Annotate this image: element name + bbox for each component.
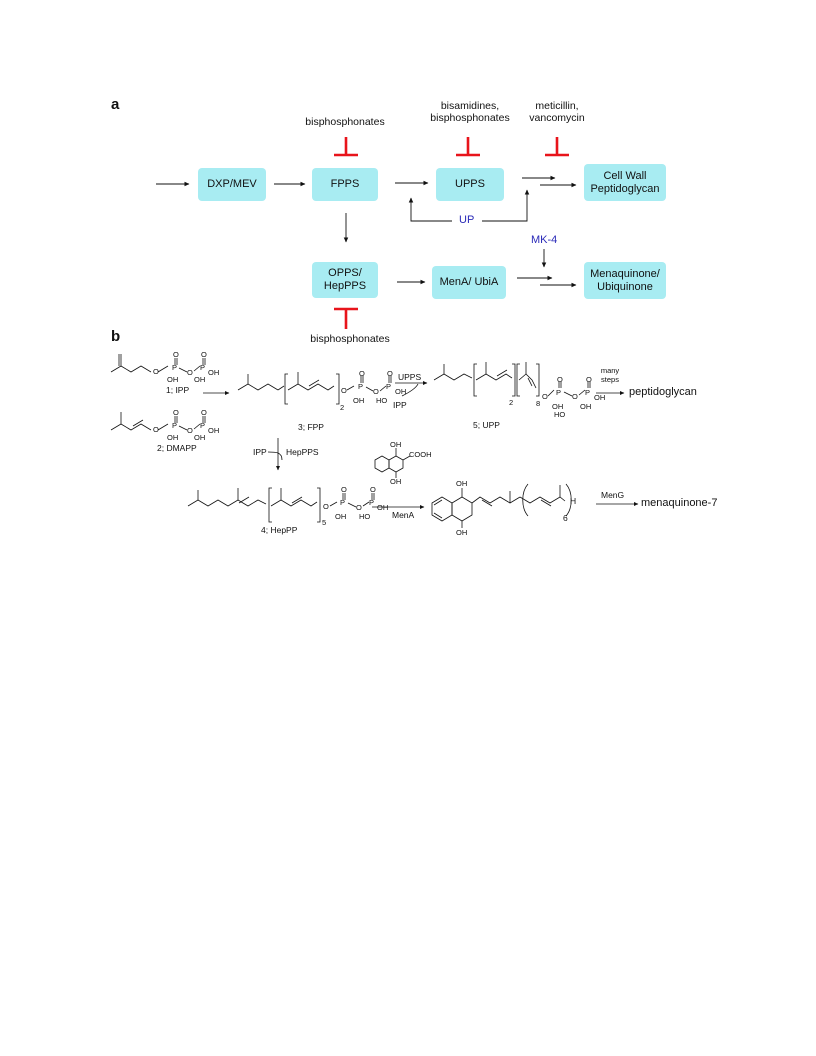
fpp-ho: HO — [376, 396, 388, 405]
ipp-oh1: OH — [167, 375, 179, 384]
ipp-oh3: OH — [208, 368, 220, 377]
ipp-reagent-1: IPP — [393, 400, 407, 410]
panel-label-a: a — [111, 96, 120, 113]
upps-reagent: UPPS — [398, 372, 422, 382]
dmapp-label: 2; DMAPP — [157, 443, 197, 453]
mk-sub: 6 — [563, 513, 568, 523]
fpp-o2: O — [373, 387, 379, 396]
fpp-o-top2: O — [387, 369, 393, 378]
many-steps: many steps — [600, 366, 620, 384]
dmapp-o1: O — [153, 425, 159, 434]
upp-oh1: OH — [552, 402, 564, 411]
upp-oh2: OH — [580, 402, 592, 411]
meng-reagent: MenG — [601, 490, 625, 500]
ipp-oh2: OH — [194, 375, 206, 384]
dhna-oh-bottom: OH — [390, 477, 402, 486]
inhibitor-label-cell-wall: meticillin, vancomycin — [529, 100, 585, 124]
mk-h: H — [570, 496, 577, 506]
structure-upp — [433, 362, 591, 397]
dmapp-oh3: OH — [208, 426, 220, 435]
menaquinone7-label: menaquinone-7 — [641, 497, 718, 509]
ipp-in-curve-2 — [267, 451, 283, 461]
mk-oh-top: OH — [456, 479, 468, 488]
panel-label-b: b — [111, 328, 121, 345]
fpp-o-top1: O — [359, 369, 365, 378]
ipp-in-curve — [401, 383, 419, 397]
ipp-label: 1; IPP — [166, 385, 190, 395]
upp-p1: P — [556, 388, 562, 397]
hepp-label: 4; HepPP — [261, 525, 298, 535]
fpp-oh1: OH — [353, 396, 365, 405]
inhibitor-label-opps: bisphosphonates — [310, 333, 390, 345]
structure-hepp — [187, 487, 375, 523]
box-opps-hepps: OPPS/ HepPPS — [312, 262, 378, 298]
upp-label: 5; UPP — [473, 420, 500, 430]
structure-dmapp — [110, 412, 206, 431]
fpp-oh2: OH — [395, 387, 407, 396]
fpp-o1: O — [341, 386, 347, 395]
inhibitor-label-fpps: bisphosphonates — [305, 116, 385, 128]
hepps-reagent: HepPPS — [286, 447, 319, 457]
up-label: UP — [459, 214, 475, 226]
dhna-oh-top: OH — [390, 440, 402, 449]
hepp-p1: P — [340, 498, 346, 507]
arrow-up-cycle-left — [408, 197, 452, 222]
ipp-o-top1: O — [173, 350, 179, 359]
upp-p2: P — [585, 388, 591, 397]
hepp-sub: 5 — [322, 518, 327, 527]
box-menaquinone: Menaquinone/ Ubiquinone — [584, 262, 666, 299]
upp-sub-a: 2 — [509, 398, 514, 407]
box-upps: UPPS — [436, 168, 504, 201]
dmapp-p2: P — [200, 421, 206, 430]
mk-oh-bottom: OH — [456, 528, 468, 537]
ipp-o1: O — [153, 367, 159, 376]
inhibitor-label-upps: bisamidines, bisphosphonates — [430, 100, 510, 124]
hepp-o1: O — [323, 502, 329, 511]
upp-o-top2: O — [586, 375, 592, 384]
upp-o2: O — [572, 392, 578, 401]
hepp-p2: P — [369, 498, 375, 507]
dmapp-o-top2: O — [201, 408, 207, 417]
structure-fpp — [237, 372, 392, 405]
ipp-reagent-2: IPP — [253, 447, 267, 457]
peptidoglycan-label: peptidoglycan — [629, 386, 697, 398]
ipp-o-top2: O — [201, 350, 207, 359]
mena-reagent: MenA — [392, 510, 415, 520]
hepp-oh2: OH — [377, 503, 389, 512]
ipp-p2: P — [200, 363, 206, 372]
fpp-p1: P — [358, 382, 364, 391]
box-cell-wall: Cell Wall Peptidoglycan — [584, 164, 666, 201]
structure-menaquinone — [431, 483, 572, 528]
structure-ipp — [110, 354, 206, 373]
upp-ho: HO — [554, 410, 566, 419]
dmapp-p1: P — [172, 421, 178, 430]
fpp-label: 3; FPP — [298, 422, 324, 432]
hepp-o-top2: O — [370, 485, 376, 494]
upp-oh3: OH — [594, 393, 606, 402]
dmapp-o-top1: O — [173, 408, 179, 417]
dhna-cooh: COOH — [409, 450, 432, 459]
mk4-label: MK-4 — [531, 234, 558, 246]
upp-o-top1: O — [557, 375, 563, 384]
dmapp-oh1: OH — [167, 433, 179, 442]
upp-sub-b: 8 — [536, 399, 541, 408]
box-mena-ubia: MenA/ UbiA — [432, 266, 506, 299]
fpp-p2: P — [386, 382, 392, 391]
box-dxp-mev: DXP/MEV — [198, 168, 266, 201]
hepp-o2: O — [356, 503, 362, 512]
ipp-o2: O — [187, 368, 193, 377]
hepp-ho: HO — [359, 512, 371, 521]
arrow-up-cycle-right — [482, 189, 530, 222]
ipp-p1: P — [172, 363, 178, 372]
structure-dhna — [374, 448, 411, 478]
upp-o1: O — [542, 392, 548, 401]
fpp-sub: 2 — [340, 403, 345, 412]
hepp-oh1: OH — [335, 512, 347, 521]
hepp-o-top1: O — [341, 485, 347, 494]
dmapp-oh2: OH — [194, 433, 206, 442]
box-fpps: FPPS — [312, 168, 378, 201]
dmapp-o2: O — [187, 426, 193, 435]
